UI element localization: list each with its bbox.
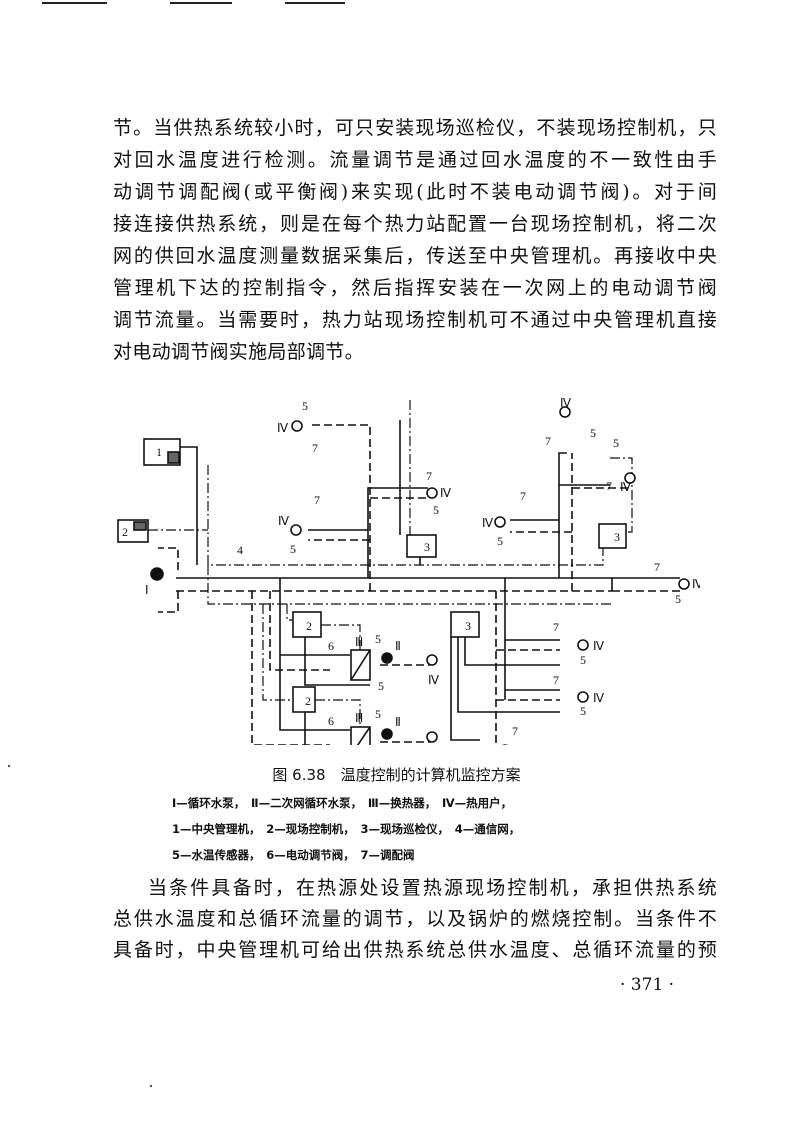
svg-text:5: 5 [378, 679, 384, 693]
crop-mark [42, 2, 107, 4]
svg-text:7: 7 [553, 673, 559, 687]
svg-text:Ⅳ: Ⅳ [560, 396, 571, 410]
communication-network [148, 400, 633, 727]
svg-text:5: 5 [480, 742, 486, 745]
hatch-icon [167, 451, 180, 464]
svg-text:Ⅱ: Ⅱ [395, 639, 401, 653]
text-line: 网的供回水温度测量数据采集后，传送至中央管理机。再接收中央 [113, 245, 717, 267]
pipes-supply [176, 420, 680, 745]
svg-text:Ⅳ: Ⅳ [277, 421, 288, 435]
pump-icon [381, 728, 393, 740]
svg-text:3: 3 [424, 540, 430, 554]
svg-text:7: 7 [606, 479, 612, 493]
text-line: 具备时，中央管理机可给出供热系统总供水温度、总循环流量的预 [113, 939, 717, 961]
text-line: 动调节调配阀(或平衡阀)来实现(此时不装电动调节阀)。对于间 [113, 181, 717, 203]
svg-text:7: 7 [512, 724, 518, 738]
user-icon [577, 639, 589, 651]
svg-text:7: 7 [312, 441, 318, 455]
user-icon [426, 487, 438, 499]
svg-text:7: 7 [545, 434, 551, 448]
pump-icon [381, 652, 393, 664]
svg-text:5: 5 [497, 534, 503, 548]
svg-text:Ⅳ: Ⅳ [593, 691, 604, 705]
svg-text:7: 7 [553, 620, 559, 634]
svg-text:Ⅳ: Ⅳ [440, 486, 451, 500]
svg-text:5: 5 [580, 704, 586, 718]
svg-text:6: 6 [328, 714, 334, 728]
svg-text:7: 7 [426, 469, 432, 483]
user-icon [559, 406, 571, 418]
svg-text:Ⅲ: Ⅲ [355, 711, 363, 725]
text-line: 对回水温度进行检测。流量调节是通过回水温度的不一致性由手 [113, 149, 717, 171]
svg-text:5: 5 [375, 707, 381, 721]
diagram-labels: 1 2 Ⅰ 4 3 3 3 2 2 5 7 7 5 7 5 Ⅳ Ⅳ Ⅳ Ⅳ 7 … [122, 396, 700, 745]
svg-text:Ⅳ: Ⅳ [593, 639, 604, 653]
svg-text:Ⅳ: Ⅳ [482, 516, 493, 530]
svg-text:7: 7 [520, 489, 526, 503]
svg-text:4: 4 [237, 543, 243, 557]
page-number: · 371 · [620, 975, 675, 995]
svg-text:Ⅳ: Ⅳ [278, 514, 289, 528]
svg-text:Ⅳ: Ⅳ [428, 673, 439, 687]
figure-legend-line: Ⅰ—循环水泵， Ⅱ—二次网循环水泵， Ⅲ—换热器， Ⅳ—热用户， [172, 796, 513, 810]
svg-text:1: 1 [156, 445, 162, 459]
field-controller-box [292, 611, 322, 638]
svg-text:Ⅱ: Ⅱ [395, 715, 401, 729]
heating-control-diagram: 1 2 Ⅰ 4 3 3 3 2 2 5 7 7 5 7 5 Ⅳ Ⅳ Ⅳ Ⅳ 7 … [117, 396, 700, 745]
svg-text:6: 6 [328, 639, 334, 653]
pump-icon [150, 567, 164, 581]
heat-exchanger [350, 726, 371, 745]
text-line: 对电动调节阀实施局部调节。 [113, 341, 364, 363]
text-line: 节。当供热系统较小时，可只安装现场巡检仪，不装现场控制机，只 [113, 117, 717, 139]
inspector-box [598, 523, 627, 549]
text-line: 总供水温度和总循环流量的调节，以及锅炉的燃烧控制。当条件不 [113, 908, 717, 930]
inspector-box [450, 611, 480, 638]
svg-text:7: 7 [314, 493, 320, 507]
svg-text:2: 2 [306, 619, 312, 633]
field-controller-box [292, 686, 316, 713]
svg-text:Ⅳ: Ⅳ [620, 480, 631, 494]
crop-mark [285, 2, 345, 4]
user-icon [290, 524, 302, 536]
hatch-icon [133, 521, 147, 531]
svg-text:5: 5 [375, 632, 381, 646]
user-icon [577, 691, 589, 703]
svg-text:5: 5 [290, 542, 296, 556]
svg-text:7: 7 [654, 560, 660, 574]
svg-text:5: 5 [590, 426, 596, 440]
user-icon [426, 654, 438, 666]
svg-text:5: 5 [302, 399, 308, 413]
pipes-return [158, 424, 680, 745]
text-line: 接连接供热系统，则是在每个热力站配置一台现场控制机，将二次 [113, 213, 717, 235]
equipment [117, 406, 690, 745]
crop-mark [170, 2, 232, 4]
user-icon [678, 578, 690, 590]
text-line: 管理机下达的控制指令，然后指挥安装在一次网上的电动调节阀 [113, 277, 717, 299]
svg-text:Ⅳ: Ⅳ [692, 577, 700, 591]
svg-text:3: 3 [614, 530, 620, 544]
svg-text:3: 3 [465, 619, 471, 633]
svg-text:5: 5 [675, 592, 681, 606]
svg-text:5: 5 [613, 436, 619, 450]
user-icon [426, 731, 438, 743]
scan-speck [150, 1085, 152, 1087]
user-icon [291, 420, 303, 432]
svg-text:5: 5 [433, 503, 439, 517]
user-icon [494, 516, 506, 528]
svg-text:2: 2 [305, 694, 311, 708]
figure-legend-line: 1—中央管理机， 2—现场控制机， 3—现场巡检仪， 4—通信网， [172, 822, 521, 836]
inspector-box [406, 534, 437, 558]
scan-speck [8, 765, 10, 767]
text-line: 调节流量。当需要时，热力站现场控制机可不通过中央管理机直接 [113, 309, 717, 331]
svg-text:2: 2 [122, 525, 128, 539]
svg-text:Ⅲ: Ⅲ [355, 635, 363, 649]
figure-caption: 图 6.38 温度控制的计算机监控方案 [272, 766, 521, 784]
svg-text:5: 5 [580, 653, 586, 667]
user-icon [624, 472, 636, 484]
figure-legend-line: 5—水温传感器， 6—电动调节阀， 7—调配阀 [172, 848, 415, 862]
svg-text:Ⅰ: Ⅰ [145, 583, 149, 597]
text-line: 当条件具备时，在热源处设置热源现场控制机，承担供热系统 [148, 877, 717, 899]
